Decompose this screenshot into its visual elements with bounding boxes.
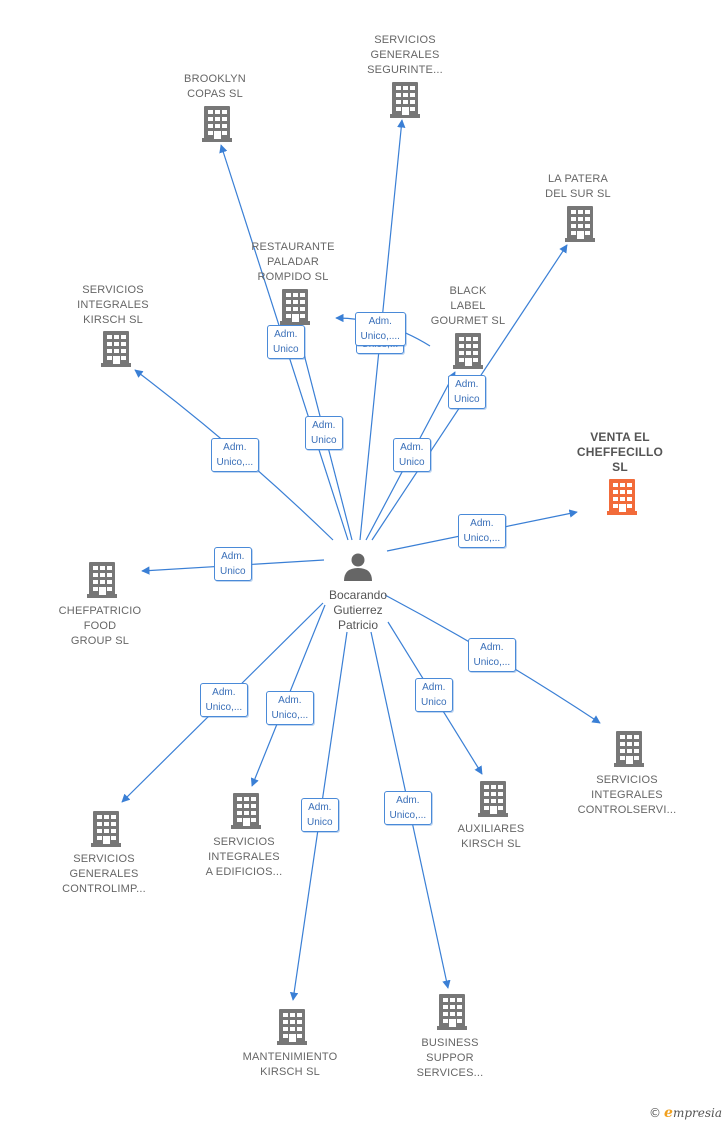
role-badge-servicios-generales-controlimp[interactable]: Adm. Unico,... bbox=[199, 683, 249, 717]
person-name[interactable]: Bocarando Gutierrez Patricio bbox=[328, 588, 388, 632]
company-label-servicios-generales-controlimp[interactable]: SERVICIOS GENERALES CONTROLIMP... bbox=[62, 853, 146, 895]
company-label-chefpatricio-food-group[interactable]: CHEFPATRICIO FOOD GROUP SL bbox=[58, 605, 142, 647]
building-icon-venta-el-cheffecillo[interactable] bbox=[607, 479, 637, 515]
role-badge-black-label-gourmet[interactable]: Adm. Unico bbox=[448, 375, 486, 409]
role-badge-restaurante-paladar-rompido[interactable]: Adm. Unico bbox=[305, 416, 343, 450]
building-icon-black-label-gourmet[interactable] bbox=[453, 333, 483, 369]
role-badge-business-suppor-services[interactable]: Adm. Unico,... bbox=[383, 791, 433, 825]
role-badge-mantenimiento-kirsch[interactable]: Adm. Unico bbox=[301, 798, 339, 832]
company-label-brooklyn-copas[interactable]: BROOKLYN COPAS SL bbox=[184, 73, 246, 100]
company-label-black-label-gourmet[interactable]: BLACK LABEL GOURMET SL bbox=[430, 285, 506, 327]
role-badge-auxiliares-kirsch[interactable]: Adm. Unico bbox=[415, 678, 453, 712]
role-badge-black-label-gourmet-to-restaurante-paladar-rompido[interactable]: Adm. Unico,.... bbox=[354, 312, 406, 346]
building-icon-servicios-integrales-controlservi[interactable] bbox=[614, 731, 644, 767]
building-icon-servicios-generales-controlimp[interactable] bbox=[91, 811, 121, 847]
role-badge-servicios-integrales-edificios[interactable]: Adm. Unico,... bbox=[265, 691, 315, 725]
building-icon-auxiliares-kirsch[interactable] bbox=[478, 781, 508, 817]
brand-name: mpresia bbox=[672, 1106, 722, 1120]
building-icon-mantenimiento-kirsch[interactable] bbox=[277, 1009, 307, 1045]
person-icon[interactable] bbox=[344, 553, 372, 582]
company-label-servicios-integrales-controlservi[interactable]: SERVICIOS INTEGRALES CONTROLSERVI... bbox=[577, 774, 677, 816]
company-label-la-patera-del-sur[interactable]: LA PATERA DEL SUR SL bbox=[545, 173, 611, 200]
role-badge-servicios-integrales-kirsch[interactable]: Adm. Unico,... bbox=[210, 438, 260, 472]
copyright-symbol: © bbox=[649, 1106, 662, 1120]
role-badge-la-patera-del-sur[interactable]: Adm. Unico bbox=[393, 438, 431, 472]
role-badge-chefpatricio-food-group[interactable]: Adm. Unico bbox=[214, 547, 252, 581]
role-badge-brooklyn-copas[interactable]: Adm. Unico bbox=[267, 325, 305, 359]
company-label-servicios-integrales-kirsch[interactable]: SERVICIOS INTEGRALES KIRSCH SL bbox=[77, 284, 149, 326]
building-icon-servicios-integrales-kirsch[interactable] bbox=[101, 331, 131, 367]
building-icon-chefpatricio-food-group[interactable] bbox=[87, 562, 117, 598]
icons-layer bbox=[87, 82, 644, 1045]
brand-logo: ©empresia bbox=[649, 1105, 722, 1121]
company-label-servicios-generales-seguridad[interactable]: SERVICIOS GENERALES SEGURINTE... bbox=[367, 34, 443, 76]
building-icon-servicios-integrales-edificios[interactable] bbox=[231, 793, 261, 829]
company-label-auxiliares-kirsch[interactable]: AUXILIARES KIRSCH SL bbox=[457, 823, 525, 850]
role-badge-servicios-integrales-controlservi[interactable]: Adm. Unico,... bbox=[467, 638, 517, 672]
building-icon-brooklyn-copas[interactable] bbox=[202, 106, 232, 142]
building-icon-la-patera-del-sur[interactable] bbox=[565, 206, 595, 242]
building-icon-restaurante-paladar-rompido[interactable] bbox=[280, 289, 310, 325]
building-icon-business-suppor-services[interactable] bbox=[437, 994, 467, 1030]
company-label-servicios-integrales-edificios[interactable]: SERVICIOS INTEGRALES A EDIFICIOS... bbox=[205, 836, 283, 878]
company-label-restaurante-paladar-rompido[interactable]: RESTAURANTE PALADAR ROMPIDO SL bbox=[251, 241, 335, 283]
company-label-venta-el-cheffecillo[interactable]: VENTA EL CHEFFECILLO SL bbox=[576, 430, 664, 474]
company-label-business-suppor-services[interactable]: BUSINESS SUPPOR SERVICES... bbox=[416, 1037, 484, 1079]
brand-initial: e bbox=[664, 1105, 673, 1121]
role-badge-venta-el-cheffecillo[interactable]: Adm. Unico,... bbox=[457, 514, 507, 548]
building-icon-servicios-generales-seguridad[interactable] bbox=[390, 82, 420, 118]
company-label-mantenimiento-kirsch[interactable]: MANTENIMIENTO KIRSCH SL bbox=[242, 1051, 338, 1078]
